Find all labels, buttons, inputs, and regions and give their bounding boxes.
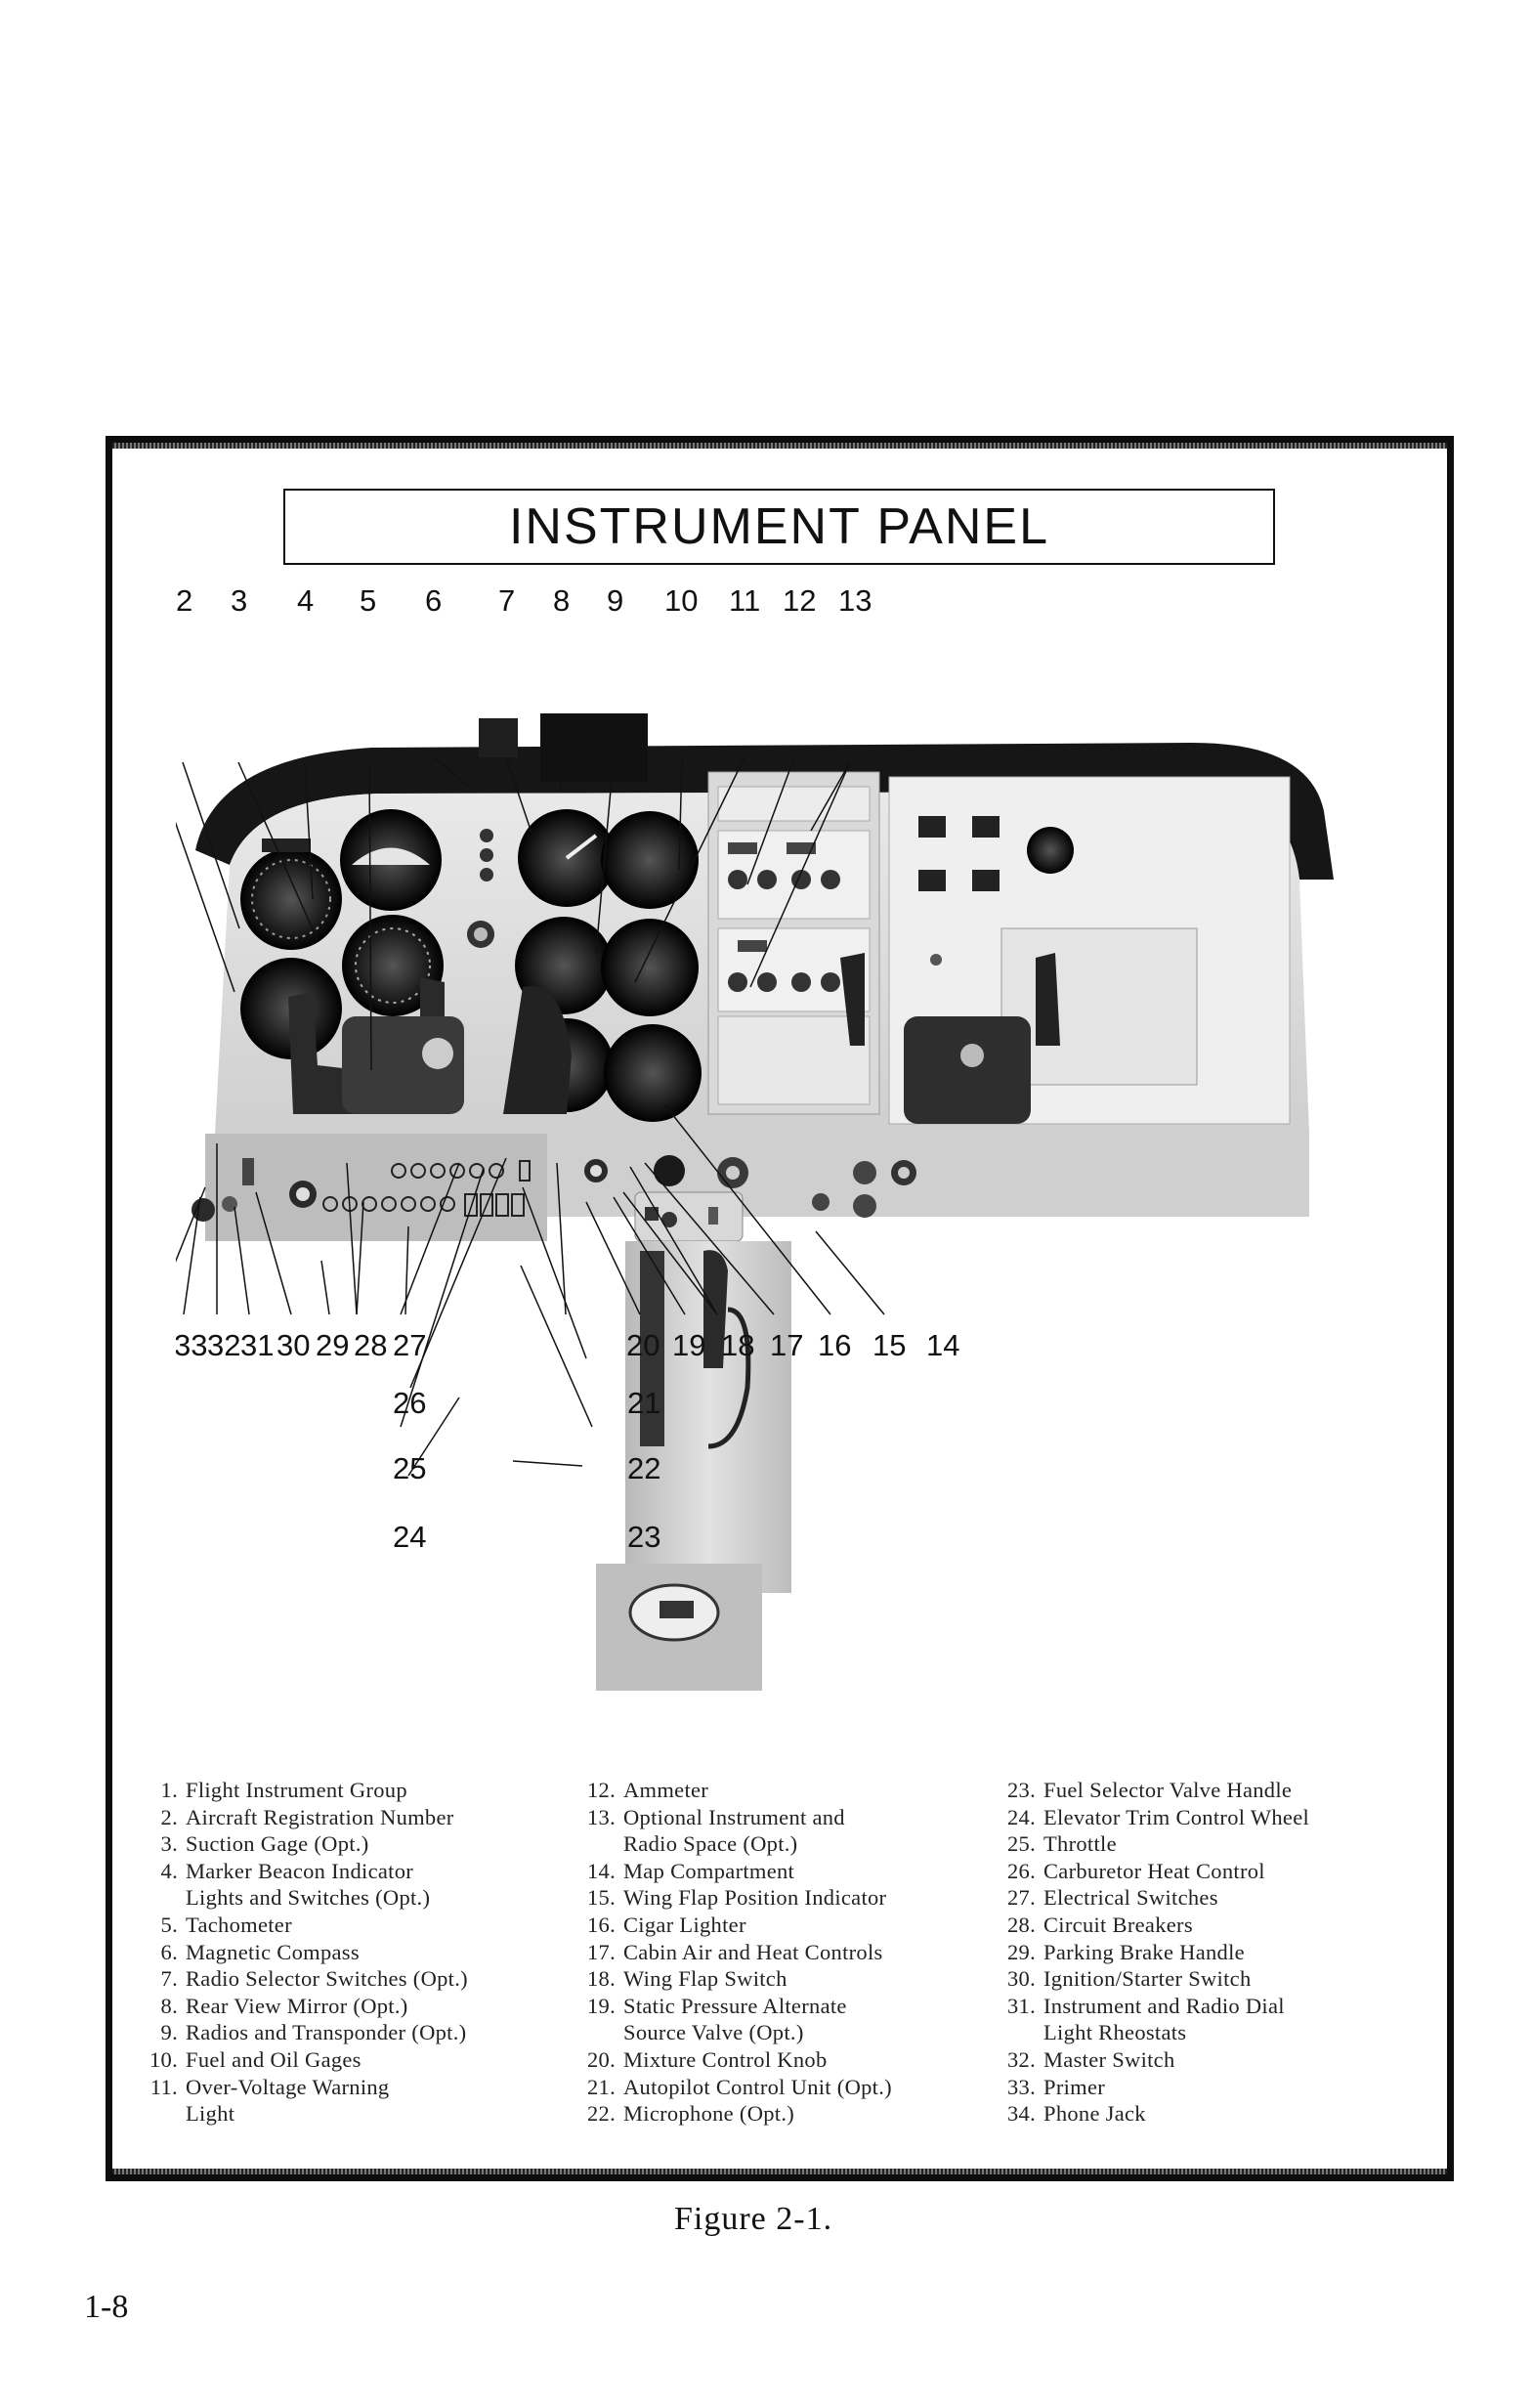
bottom-callouts: 34 33 32 31 30 29 28 27 20 19 18 17 16 1… [176, 1328, 959, 1362]
legend-item: 13.Optional Instrument and [586, 1804, 845, 1829]
legend-item: 25.Throttle [1006, 1831, 1117, 1857]
legend-item: 21.Autopilot Control Unit (Opt.) [586, 2074, 892, 2099]
callout-32: 32 [207, 1328, 240, 1362]
legend-item: 22.Microphone (Opt.) [586, 2101, 795, 2127]
callout-5: 5 [360, 586, 376, 618]
legend-item: 2.Aircraft Registration Number [160, 1804, 454, 1829]
callout-22: 22 [627, 1451, 660, 1485]
center-console [596, 1241, 791, 1691]
callout-33: 33 [176, 1328, 207, 1362]
callout-6: 6 [425, 586, 442, 618]
page-title: INSTRUMENT PANEL [508, 498, 1050, 555]
legend-item: 4.Marker Beacon Indicator [160, 1858, 414, 1883]
legend-item: 15.Wing Flap Position Indicator [586, 1885, 887, 1911]
callout-11: 11 [729, 586, 760, 618]
legend-item: 34.Phone Jack [1006, 2101, 1146, 2127]
callout-3: 3 [231, 586, 247, 618]
callout-26: 26 [393, 1386, 426, 1420]
legend-item: 16.Cigar Lighter [586, 1912, 746, 1937]
legend-item: 30.Ignition/Starter Switch [1006, 1966, 1252, 1992]
legend-item: 20.Mixture Control Knob [586, 2046, 828, 2072]
callout-13: 13 [838, 586, 872, 618]
callout-9: 9 [607, 586, 623, 618]
console-callouts: 26 21 25 22 24 23 [393, 1386, 660, 1554]
legend-item: 10.Fuel and Oil Gages [149, 2046, 362, 2072]
legend-item: 11.Over-Voltage Warning [149, 2074, 390, 2099]
callout-30: 30 [277, 1328, 310, 1362]
callout-8: 8 [553, 586, 570, 618]
callout-23: 23 [627, 1520, 660, 1554]
legend-item: 26.Carburetor Heat Control [1006, 1858, 1265, 1883]
callout-16: 16 [818, 1328, 851, 1362]
callout-14: 14 [926, 1328, 959, 1362]
legend-item: 6.Magnetic Compass [160, 1939, 360, 1964]
callout-27: 27 [393, 1328, 426, 1362]
radio-stack [707, 771, 880, 1115]
callout-29: 29 [316, 1328, 349, 1362]
leader-lines [176, 756, 885, 1477]
callout-4: 4 [297, 586, 314, 618]
callout-15: 15 [872, 1328, 906, 1362]
callout-28: 28 [354, 1328, 387, 1362]
legend-item: 14.Map Compartment [586, 1858, 795, 1883]
legend-item: Radio Space (Opt.) [623, 1831, 798, 1857]
legend-item: 17.Cabin Air and Heat Controls [586, 1939, 883, 1964]
legend-item: 32.Master Switch [1006, 2046, 1175, 2072]
callout-25: 25 [393, 1451, 426, 1485]
instrument-panel-photo: 1 2 3 4 5 6 7 8 9 10 11 12 13 34 33 32 3… [176, 586, 1334, 1691]
callout-19: 19 [672, 1328, 705, 1362]
legend-item: 7.Radio Selector Switches (Opt.) [160, 1966, 468, 1992]
figure-caption: Figure 2-1. [674, 2201, 833, 2237]
magnetic-compass [479, 718, 518, 757]
top-callouts: 1 2 3 4 5 6 7 8 9 10 11 12 13 [176, 586, 872, 618]
legend-column-1: 1.Flight Instrument Group 2.Aircraft Reg… [137, 1777, 468, 2128]
page-number: 1-8 [84, 2289, 129, 2325]
legend-item: 5.Tachometer [160, 1912, 292, 1937]
legend-item: Light [186, 2101, 235, 2127]
legend-item: 1.Flight Instrument Group [160, 1778, 407, 1802]
legend-item: 33.Primer [1006, 2074, 1106, 2099]
legend-item: 18.Wing Flap Switch [586, 1966, 787, 1992]
left-control-yoke [288, 977, 572, 1114]
legend-item: 24.Elevator Trim Control Wheel [1006, 1804, 1310, 1829]
right-control-yoke [840, 953, 1060, 1124]
legend-column-2: 12.Ammeter 13.Optional Instrument and Ra… [574, 1777, 892, 2128]
legend-item: Source Valve (Opt.) [623, 2020, 804, 2045]
legend-item: 29.Parking Brake Handle [1006, 1939, 1245, 1964]
legend-item: 27.Electrical Switches [1006, 1885, 1218, 1911]
legend-item: 23.Fuel Selector Valve Handle [1006, 1778, 1293, 1802]
callout-31: 31 [240, 1328, 274, 1362]
callout-7: 7 [498, 586, 515, 618]
legend-item: 3.Suction Gage (Opt.) [160, 1831, 369, 1857]
legend-item: 12.Ammeter [586, 1778, 709, 1802]
callout-17: 17 [770, 1328, 803, 1362]
legend-item: 31.Instrument and Radio Dial [1006, 1993, 1285, 2018]
legend-item: 9.Radios and Transponder (Opt.) [160, 2020, 467, 2045]
legend-item: 28.Circuit Breakers [1006, 1912, 1193, 1937]
callout-2: 2 [176, 586, 192, 618]
callout-12: 12 [783, 586, 816, 618]
legend-item: Light Rheostats [1043, 2020, 1187, 2045]
legend-item: 19.Static Pressure Alternate [586, 1993, 847, 2018]
rear-view-mirror [540, 713, 648, 782]
callout-20: 20 [626, 1328, 660, 1362]
callout-21: 21 [627, 1386, 660, 1420]
legend-item: 8.Rear View Mirror (Opt.) [160, 1993, 408, 2018]
callout-18: 18 [721, 1328, 754, 1362]
callout-10: 10 [664, 586, 698, 618]
legend-column-3: 23.Fuel Selector Valve Handle 24.Elevato… [995, 1777, 1309, 2128]
legend-item: Lights and Switches (Opt.) [186, 1885, 431, 1911]
title-box: INSTRUMENT PANEL [283, 489, 1275, 565]
callout-24: 24 [393, 1520, 426, 1554]
lower-switch-panel [192, 1134, 1309, 1242]
